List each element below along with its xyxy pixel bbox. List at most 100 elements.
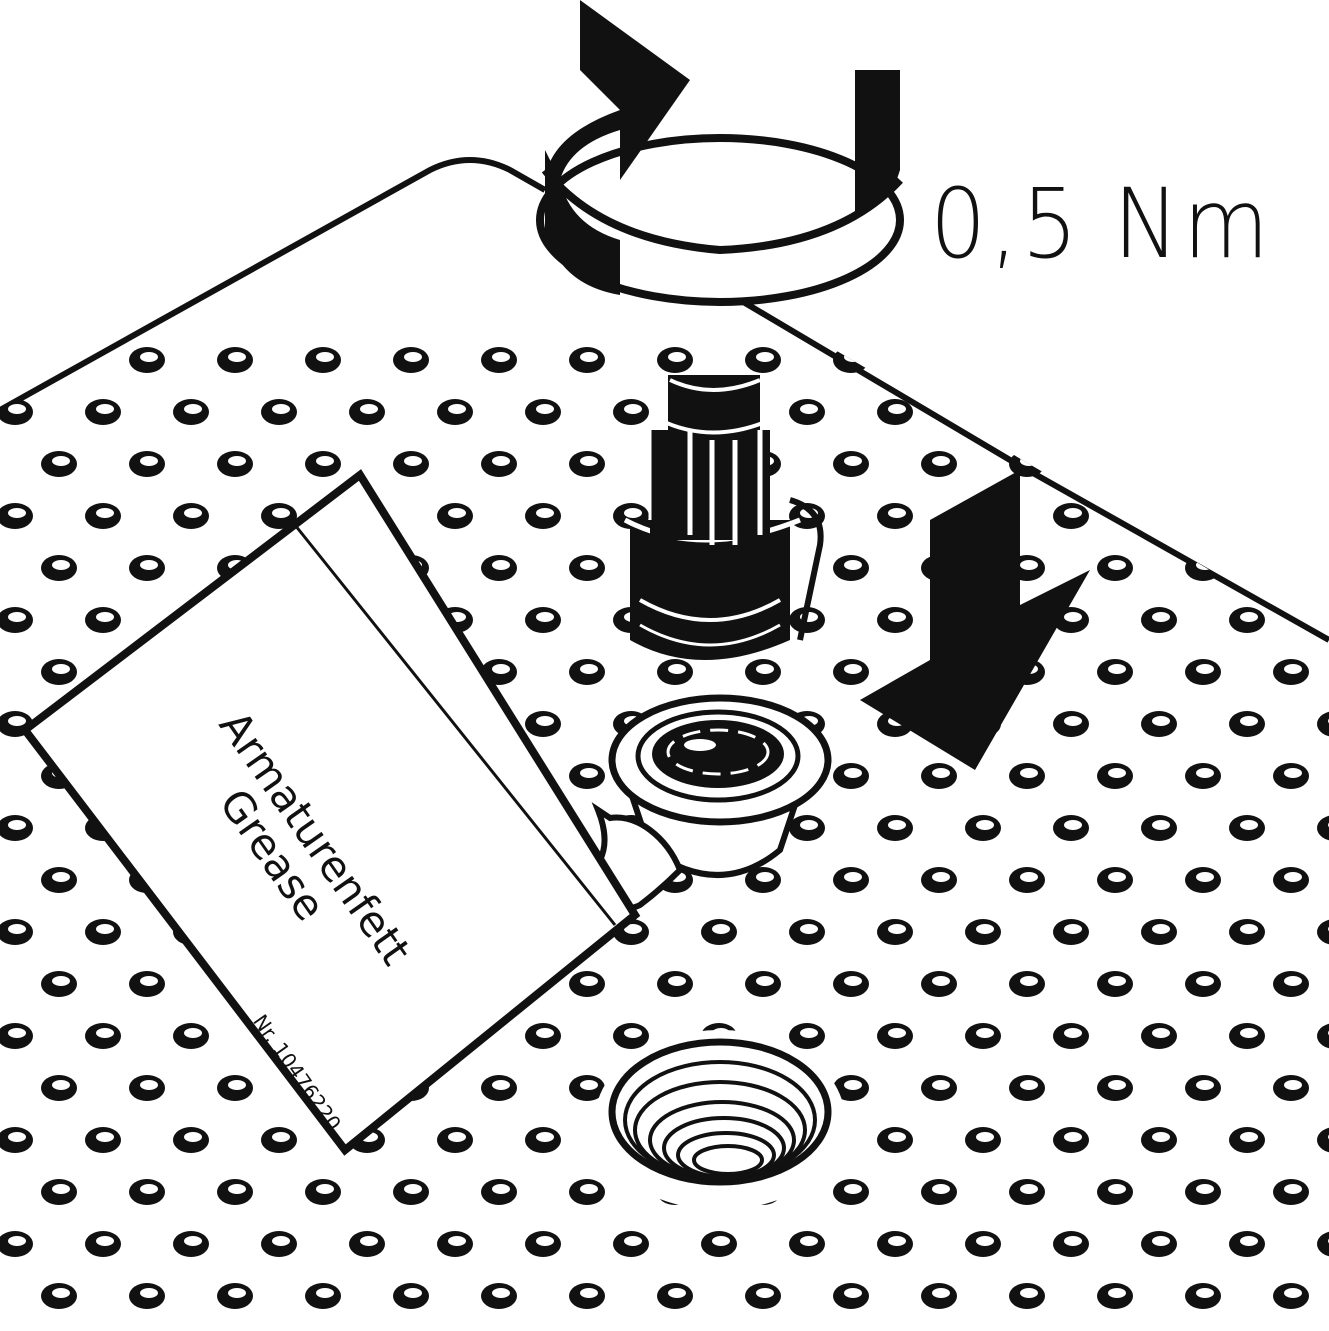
perforation-dot [613,1231,649,1257]
perforation-dot [85,607,121,633]
perforation-dot [1053,503,1089,529]
perforation-dot [745,347,781,373]
perforation-dot [217,347,253,373]
perforation-dot [1097,347,1133,373]
perforation-dot [1053,711,1089,737]
perforation-dot [877,607,913,633]
perforation-dot [657,659,693,685]
perforation-dot [1097,659,1133,685]
perforation-dot [261,503,297,529]
perforation-dot [1141,919,1177,945]
perforation-dot [173,503,209,529]
perforation-dot [437,1231,473,1257]
perforation-dot [349,1231,385,1257]
perforation-dot [173,399,209,425]
perforation-dot [305,451,341,477]
perforation-dot [921,763,957,789]
perforation-dot [833,659,869,685]
perforation-dot [1097,1075,1133,1101]
perforation-dot [1273,1075,1309,1101]
perforation-dot [1009,867,1045,893]
perforation-dot [1229,399,1265,425]
threaded-hole [608,1038,832,1186]
perforation-dot [877,919,913,945]
perforation-dot [1185,867,1221,893]
perforation-dot [1317,711,1329,737]
perforation-dot [349,399,385,425]
perforation-dot [1229,607,1265,633]
perforation-dot [921,867,957,893]
perforation-dot [877,399,913,425]
down-arrow-icon [860,470,1090,770]
perforation-dot [85,1023,121,1049]
perforation-dot [877,815,913,841]
perforation-dot [1185,1179,1221,1205]
perforation-dot [921,1179,957,1205]
perforation-dot [525,607,561,633]
perforation-dot [921,451,957,477]
perforation-dot [41,451,77,477]
perforation-dot [789,815,825,841]
perforation-dot [789,1023,825,1049]
perforation-dot [921,971,957,997]
perforation-dot [1273,347,1309,373]
perforation-dot [85,1231,121,1257]
perforation-dot [877,503,913,529]
perforation-dot [1053,1127,1089,1153]
perforation-dot [833,763,869,789]
perforation-dot [965,399,1001,425]
perforation-dot [833,347,869,373]
perforation-dot [1009,1283,1045,1309]
perforation-dot [525,399,561,425]
perforation-dot [1185,451,1221,477]
perforation-dot [1229,711,1265,737]
perforation-dot [745,971,781,997]
perforation-dot [833,1283,869,1309]
perforation-dot [217,1179,253,1205]
perforation-dot [921,1283,957,1309]
perforation-dot [437,399,473,425]
perforation-dot [1273,971,1309,997]
perforation-dot [1097,451,1133,477]
perforation-dot [217,451,253,477]
perforation-dot [85,1127,121,1153]
perforation-dot [569,1283,605,1309]
perforation-dot [1009,1179,1045,1205]
perforation-dot [41,1179,77,1205]
perforation-dot [1053,919,1089,945]
perforation-dot [965,1023,1001,1049]
perforation-dot [965,1127,1001,1153]
perforation-dot [41,1075,77,1101]
perforation-dot [261,1231,297,1257]
perforation-dot [1229,1127,1265,1153]
perforation-dot [965,1231,1001,1257]
perforation-dot [1273,451,1309,477]
perforation-dot [525,1231,561,1257]
perforation-dot [1317,1023,1329,1049]
perforation-dot [261,1127,297,1153]
perforation-dot [85,399,121,425]
perforation-dot [1317,1231,1329,1257]
grease-packet [19,469,641,1156]
perforation-dot [1053,1023,1089,1049]
perforation-dot [1141,1127,1177,1153]
perforation-dot [569,1075,605,1101]
perforation-dot [833,555,869,581]
perforation-dot [393,1283,429,1309]
perforation-dot [1273,555,1309,581]
perforation-dot [0,1127,33,1153]
perforation-dot [173,1127,209,1153]
perforation-dot [481,555,517,581]
perforation-dot [129,347,165,373]
perforation-dot [657,971,693,997]
perforation-dot [525,503,561,529]
perforation-dot [393,451,429,477]
perforation-dot [833,971,869,997]
perforation-dot [0,503,33,529]
perforation-dot [833,867,869,893]
perforation-dot [833,1179,869,1205]
perforation-dot [921,347,957,373]
perforation-dot [1229,815,1265,841]
perforation-dot [1185,763,1221,789]
perforation-dot [745,1283,781,1309]
